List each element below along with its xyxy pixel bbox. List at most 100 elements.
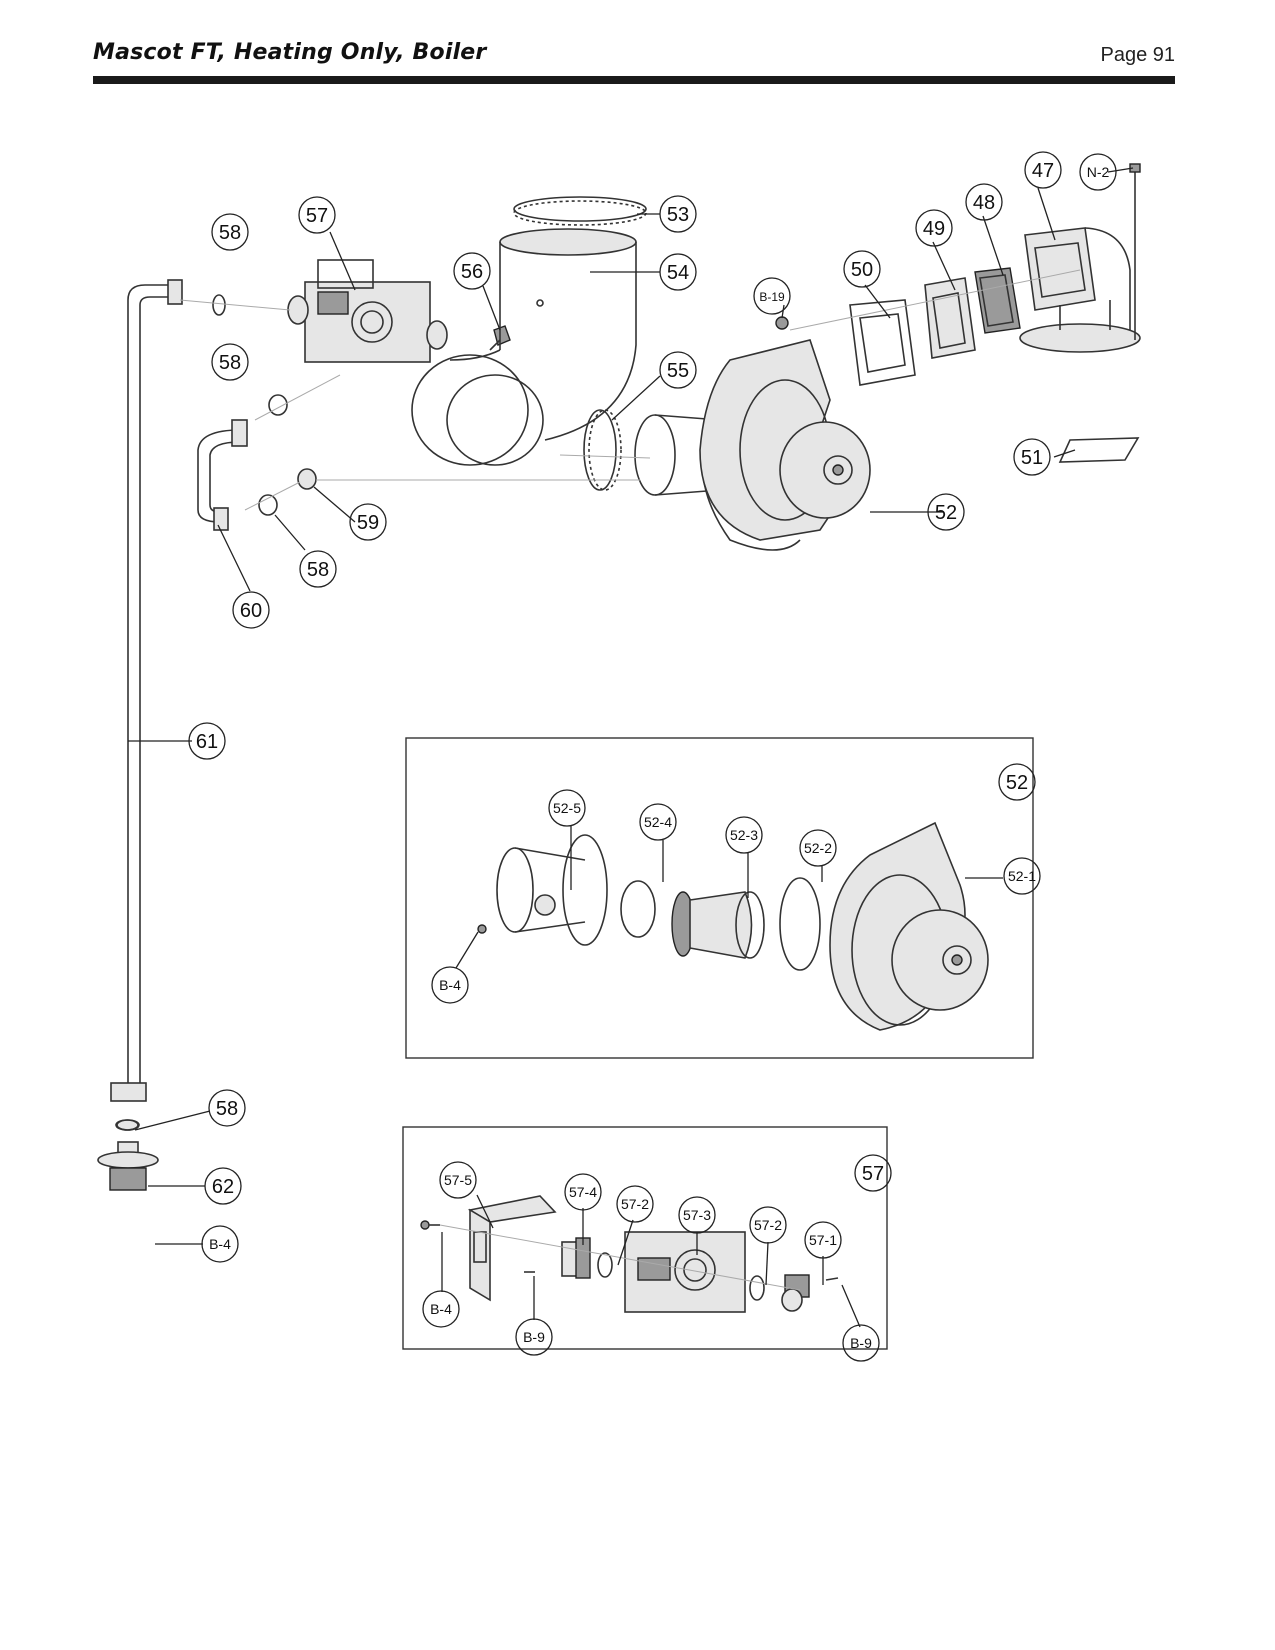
hose-clamp-53	[513, 196, 647, 226]
svg-text:48: 48	[973, 192, 995, 214]
callouts: 47 N-2 48 49 50 51	[188, 151, 1117, 1362]
page-title: Mascot FT, Heating Only, Boiler	[93, 40, 487, 65]
svg-text:57-3: 57-3	[683, 1207, 711, 1223]
svg-text:56: 56	[461, 261, 483, 283]
callout-52: 52	[927, 493, 965, 531]
hose-clamp-55	[583, 409, 622, 491]
callout-50: 50	[843, 250, 881, 288]
callout-58-d: 58	[208, 1089, 246, 1127]
svg-text:52-4: 52-4	[644, 814, 672, 830]
svg-text:60: 60	[240, 600, 262, 622]
svg-text:54: 54	[667, 262, 689, 284]
washer-58d	[116, 1119, 140, 1131]
callout-57-2-b: 57-2	[749, 1206, 787, 1244]
callout-47: 47	[1024, 151, 1062, 189]
svg-text:57: 57	[862, 1163, 884, 1185]
gas-valve-detail-57	[420, 1195, 839, 1313]
svg-text:N-2: N-2	[1087, 164, 1110, 180]
callout-61: 61	[188, 722, 226, 760]
gasket-50	[849, 299, 916, 386]
svg-text:B-4: B-4	[439, 977, 461, 993]
callout-b4-detail-52: B-4	[431, 966, 469, 1004]
svg-text:49: 49	[923, 218, 945, 240]
gas-pipe-60	[197, 419, 248, 531]
gasket-51	[1058, 437, 1140, 463]
svg-text:57-5: 57-5	[444, 1172, 472, 1188]
callout-51: 51	[1013, 438, 1051, 476]
screw-b19	[775, 316, 789, 330]
detail-box-52	[405, 737, 1034, 1059]
detail-box-57	[402, 1126, 888, 1350]
check-flap-48	[974, 267, 1021, 334]
washer-58b	[268, 394, 288, 416]
washer-58a	[212, 294, 226, 316]
callout-b4-main: B-4	[201, 1225, 239, 1263]
blower-detail-52	[477, 821, 989, 1031]
svg-text:52: 52	[1006, 772, 1028, 794]
callout-59: 59	[349, 503, 387, 541]
blower-52	[634, 339, 871, 551]
callout-b19: B-19	[753, 277, 791, 315]
callout-52-2: 52-2	[799, 829, 837, 867]
callout-52-4: 52-4	[639, 803, 677, 841]
svg-text:57-2: 57-2	[754, 1217, 782, 1233]
callout-55: 55	[659, 351, 697, 389]
callout-n2: N-2	[1079, 153, 1117, 191]
svg-text:61: 61	[196, 731, 218, 753]
svg-text:58: 58	[216, 1098, 238, 1120]
callout-b9-b: B-9	[842, 1324, 880, 1362]
svg-text:58: 58	[219, 352, 241, 374]
svg-text:B-19: B-19	[759, 290, 785, 304]
svg-text:B-4: B-4	[209, 1236, 231, 1252]
callout-56: 56	[453, 252, 491, 290]
svg-text:52-2: 52-2	[804, 840, 832, 856]
callout-52-3: 52-3	[725, 816, 763, 854]
svg-text:50: 50	[851, 259, 873, 281]
svg-text:52: 52	[935, 502, 957, 524]
svg-text:57-1: 57-1	[809, 1232, 837, 1248]
callout-48: 48	[965, 183, 1003, 221]
callout-detail-52: 52	[998, 763, 1036, 801]
callout-60: 60	[232, 591, 270, 629]
svg-text:B-4: B-4	[430, 1301, 452, 1317]
svg-text:52-1: 52-1	[1008, 868, 1036, 884]
svg-text:B-9: B-9	[850, 1335, 872, 1351]
callout-57-4: 57-4	[564, 1173, 602, 1211]
callout-53: 53	[659, 195, 697, 233]
callout-62: 62	[204, 1167, 242, 1205]
vent-adapter-47	[1019, 227, 1141, 353]
callout-58-a: 58	[211, 213, 249, 251]
svg-text:52-5: 52-5	[553, 800, 581, 816]
svg-text:55: 55	[667, 360, 689, 382]
callout-49: 49	[915, 209, 953, 247]
gas-pipe-61	[97, 279, 183, 1191]
screw-56	[489, 325, 511, 351]
inlet-plate-49	[924, 277, 976, 359]
washer-58c	[258, 494, 278, 516]
callout-b9-a: B-9	[515, 1318, 553, 1356]
svg-text:52-3: 52-3	[730, 827, 758, 843]
callout-54: 54	[659, 253, 697, 291]
callout-57: 57	[298, 196, 336, 234]
svg-text:62: 62	[212, 1176, 234, 1198]
svg-text:53: 53	[667, 204, 689, 226]
svg-text:57-4: 57-4	[569, 1184, 597, 1200]
leader-lines	[128, 167, 1134, 1328]
rod-n2	[1129, 163, 1141, 340]
callout-52-5: 52-5	[548, 789, 586, 827]
svg-text:47: 47	[1032, 160, 1054, 182]
callout-57-3: 57-3	[678, 1196, 716, 1234]
callout-b4-detail-57: B-4	[422, 1290, 460, 1328]
callout-57-5: 57-5	[439, 1161, 477, 1199]
svg-text:B-9: B-9	[523, 1329, 545, 1345]
page-number: Page 91	[1100, 44, 1175, 66]
header-rule	[93, 76, 1175, 84]
callout-52-1: 52-1	[1003, 857, 1041, 895]
svg-text:57: 57	[306, 205, 328, 227]
svg-text:59: 59	[357, 512, 379, 534]
vent-elbow-54	[411, 228, 637, 466]
callout-57-2-a: 57-2	[616, 1185, 654, 1223]
callout-57-1: 57-1	[804, 1221, 842, 1259]
